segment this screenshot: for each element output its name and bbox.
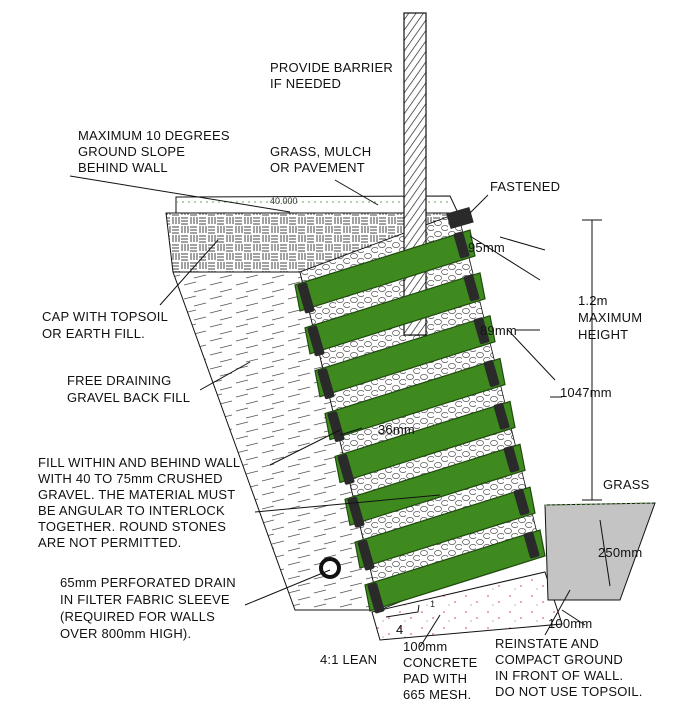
sleeper-front-block: [367, 582, 385, 614]
lean-marker: 1 4: [385, 599, 435, 637]
sleeper-rear-block: [523, 531, 540, 559]
lean-ratio-horizontal: 4: [396, 622, 403, 637]
sleeper-front-block: [297, 282, 315, 314]
sleeper-rear-block: [503, 445, 520, 473]
leader-lines: [69, 175, 571, 648]
sleeper-front-block: [357, 539, 375, 571]
dim-89-label: 89mm: [480, 323, 517, 338]
drain-label: 65mm PERFORATED DRAIN IN FILTER FABRIC S…: [60, 575, 240, 641]
pad-label: 100mm CONCRETE PAD WITH 665 MESH.: [403, 639, 481, 702]
front-ground: [544, 502, 656, 601]
reinstate-label: REINSTATE AND COMPACT GROUND IN FRONT OF…: [495, 636, 643, 699]
timber-sleeper: [304, 272, 486, 355]
drain-pipe: [319, 557, 341, 579]
barrier-post: [403, 12, 427, 336]
cap-label: CAP WITH TOPSOIL OR EARTH FILL.: [42, 309, 171, 341]
dim-100-label: 100mm: [548, 616, 592, 631]
fill-note-label: FILL WITHIN AND BEHIND WALL WITH 40 TO 7…: [38, 455, 244, 550]
timber-sleeper: [334, 400, 516, 484]
timber-sleeper: [314, 314, 496, 398]
sleeper-width-dims: [339, 235, 556, 436]
front-dims: [561, 519, 611, 626]
timber-sleeper: [354, 486, 536, 569]
sleeper-front-block: [347, 496, 365, 528]
timber-sleeper: [344, 443, 526, 527]
sleeper-front-block: [327, 411, 345, 442]
grass-label: GRASS: [603, 477, 650, 492]
timber-sleepers: [294, 207, 546, 614]
sleeper-rear-block: [473, 317, 490, 345]
timber-sleeper: [294, 229, 476, 312]
dim-95-label: 95mm: [468, 240, 505, 255]
sleeper-rear-block: [483, 360, 500, 387]
fastened-block: [446, 207, 474, 229]
sleeper-rear-block: [453, 231, 470, 259]
sleeper-front-block: [337, 454, 355, 485]
grass-mulch-label: GRASS, MULCH OR PAVEMENT: [270, 144, 375, 175]
sleeper-rear-block: [493, 402, 510, 430]
barrier-label: PROVIDE BARRIER IF NEEDED: [270, 60, 397, 91]
dim-250-label: 250mm: [598, 545, 642, 560]
slope-marker-text: 40.000: [270, 196, 298, 206]
max-height-label: 1.2m MAXIMUM HEIGHT: [578, 293, 646, 342]
sleeper-front-block: [317, 368, 335, 400]
timber-sleeper: [364, 529, 546, 612]
backfill-label: FREE DRAINING GRAVEL BACK FILL: [67, 373, 190, 405]
lean-label: 4:1 LEAN: [320, 652, 377, 667]
dim-36-label: 36mm: [378, 422, 415, 437]
dim-1047-label: 1047mm: [560, 385, 612, 400]
slope-label: MAXIMUM 10 DEGREES GROUND SLOPE BEHIND W…: [78, 128, 234, 175]
fastened-label: FASTENED: [490, 179, 560, 194]
sleeper-front-block: [307, 325, 325, 357]
sleeper-rear-block: [463, 274, 480, 302]
lean-ratio-vertical: 1: [430, 599, 435, 609]
height-dimension: [550, 219, 602, 501]
timber-sleeper: [324, 357, 506, 441]
concrete-pad: [371, 571, 563, 641]
sleeper-rear-block: [513, 488, 530, 516]
